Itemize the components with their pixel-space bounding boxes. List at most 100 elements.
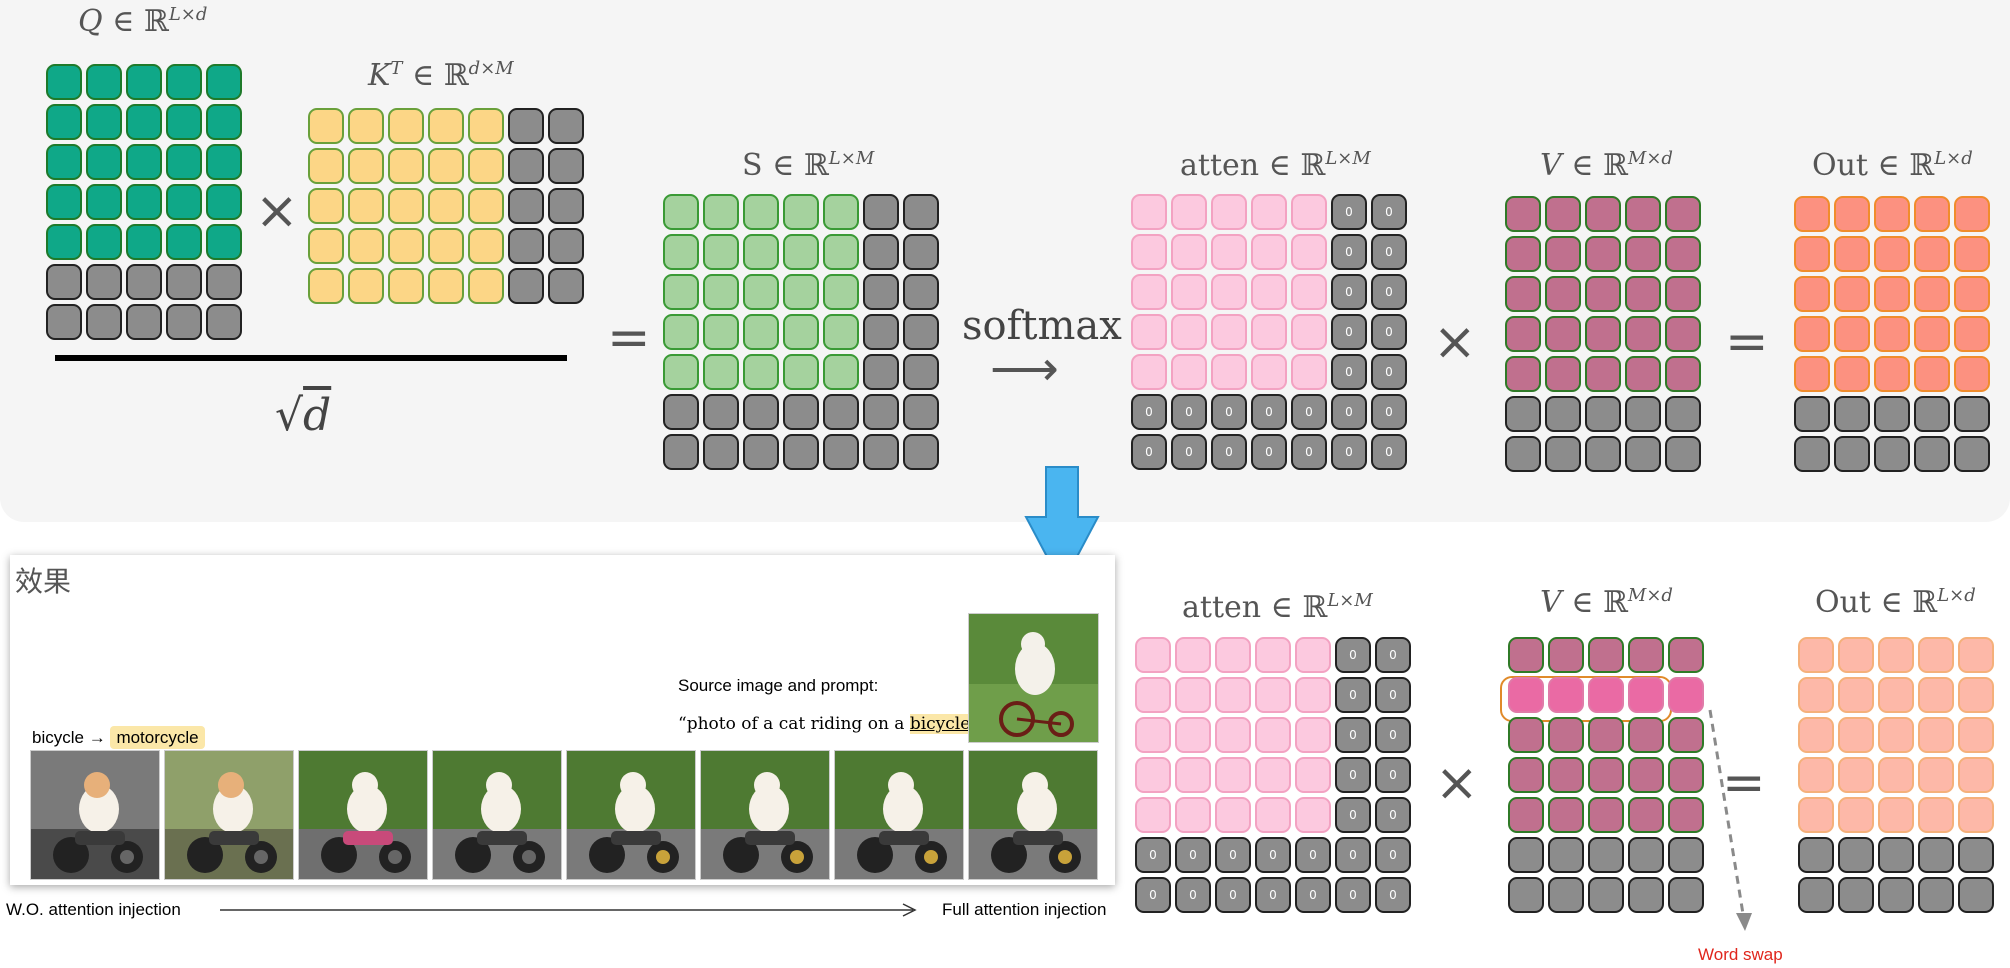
s-matrix-cell (783, 434, 819, 470)
bottom-atten-matrix-cell: 0 (1335, 757, 1371, 793)
bottom-v-matrix-cell (1668, 717, 1704, 753)
v-matrix-cell (1665, 396, 1701, 432)
bottom-v-matrix-cell (1588, 757, 1624, 793)
bottom-atten-matrix-cell: 0 (1375, 677, 1411, 713)
q-matrix-cell (206, 104, 242, 140)
kt-matrix-cell (508, 188, 544, 224)
bottom-v-matrix-cell (1588, 717, 1624, 753)
bottom-out-matrix-cell (1798, 837, 1834, 873)
bottom-v-matrix-cell (1588, 837, 1624, 873)
out-matrix-cell (1834, 236, 1870, 272)
v-matrix-cell (1665, 436, 1701, 472)
out-matrix-cell (1834, 396, 1870, 432)
s-matrix-cell (863, 234, 899, 270)
kt-matrix-cell (508, 108, 544, 144)
bottom-out-matrix-cell (1958, 717, 1994, 753)
bottom-v-label: V ∈ ℝM×d (1540, 585, 1673, 620)
q-matrix-cell (126, 144, 162, 180)
v-matrix-cell (1625, 196, 1661, 232)
s-matrix-cell (903, 434, 939, 470)
s-matrix-cell (743, 314, 779, 350)
q-matrix-cell (126, 184, 162, 220)
atten-matrix-cell: 0 (1131, 394, 1167, 430)
bottom-atten-matrix-cell: 0 (1375, 717, 1411, 753)
result-thumbnail (700, 750, 830, 880)
bottom-atten-matrix-cell (1135, 677, 1171, 713)
atten-matrix-cell (1171, 194, 1207, 230)
effect-title: 效果 (15, 565, 72, 598)
kt-matrix-cell (308, 228, 344, 264)
kt-matrix-cell (388, 188, 424, 224)
bottom-atten-matrix-cell (1135, 797, 1171, 833)
out-matrix-cell (1954, 276, 1990, 312)
q-matrix-cell (86, 264, 122, 300)
bottom-v-matrix-cell (1668, 877, 1704, 913)
s-matrix-cell (663, 394, 699, 430)
kt-matrix-cell (428, 268, 464, 304)
s-matrix-cell (743, 274, 779, 310)
bottom-out-matrix-cell (1838, 877, 1874, 913)
bottom-v-matrix-cell (1548, 677, 1584, 713)
q-matrix-cell (166, 264, 202, 300)
bottom-v-matrix-cell (1508, 877, 1544, 913)
q-matrix-cell (46, 64, 82, 100)
v-matrix-cell (1545, 236, 1581, 272)
atten-matrix-cell: 0 (1291, 434, 1327, 470)
q-matrix-cell (46, 224, 82, 260)
q-matrix-cell (126, 264, 162, 300)
bottom-v-matrix-cell (1628, 717, 1664, 753)
out-matrix-cell (1794, 436, 1830, 472)
s-matrix-cell (823, 434, 859, 470)
atten-matrix-cell: 0 (1371, 314, 1407, 350)
out-matrix-cell (1834, 436, 1870, 472)
v-matrix-cell (1505, 356, 1541, 392)
bottom-out-matrix-cell (1798, 877, 1834, 913)
bottom-atten-matrix-cell (1175, 757, 1211, 793)
v-matrix-cell (1665, 236, 1701, 272)
q-matrix-cell (206, 224, 242, 260)
s-matrix-cell (663, 194, 699, 230)
kt-matrix-cell (348, 188, 384, 224)
kt-matrix-cell (308, 188, 344, 224)
bottom-atten-matrix-cell (1175, 717, 1211, 753)
s-matrix-cell (743, 394, 779, 430)
atten-matrix-cell: 0 (1211, 434, 1247, 470)
bottom-atten-matrix-cell: 0 (1175, 877, 1211, 913)
atten-matrix-cell (1131, 234, 1167, 270)
softmax-arrow: ⟶ (990, 341, 1059, 397)
atten-matrix-cell (1211, 194, 1247, 230)
atten-matrix-cell: 0 (1171, 434, 1207, 470)
bottom-atten-matrix-cell: 0 (1295, 837, 1331, 873)
bottom-atten-matrix-cell: 0 (1335, 637, 1371, 673)
bottom-out-matrix-cell (1918, 837, 1954, 873)
bottom-out-matrix-cell (1798, 677, 1834, 713)
atten-matrix-cell: 0 (1331, 354, 1367, 390)
bottom-atten-matrix-cell (1295, 797, 1331, 833)
s-matrix-cell (903, 234, 939, 270)
bottom-v-matrix-cell (1508, 837, 1544, 873)
fraction-bar (55, 355, 567, 361)
kt-matrix-cell (548, 268, 584, 304)
q-matrix-cell (46, 104, 82, 140)
out-matrix-cell (1794, 196, 1830, 232)
out-matrix-cell (1794, 236, 1830, 272)
out-matrix-cell (1794, 356, 1830, 392)
s-matrix-cell (823, 194, 859, 230)
bottom-atten-matrix-cell (1255, 677, 1291, 713)
atten-matrix-cell (1291, 194, 1327, 230)
atten-matrix-cell: 0 (1371, 394, 1407, 430)
bottom-out-matrix-cell (1878, 677, 1914, 713)
injection-arrow (220, 903, 917, 917)
q-matrix-cell (206, 64, 242, 100)
v-matrix-cell (1585, 236, 1621, 272)
bottom-atten-matrix-cell (1295, 717, 1331, 753)
s-matrix-cell (743, 194, 779, 230)
atten-matrix-cell (1131, 274, 1167, 310)
out-matrix-cell (1914, 236, 1950, 272)
source-caption: Source image and prompt: (678, 676, 879, 695)
s-matrix-cell (783, 194, 819, 230)
bottom-equals-sign: = (1722, 753, 1766, 813)
bottom-atten-matrix-cell: 0 (1375, 837, 1411, 873)
bottom-v-matrix-cell (1588, 877, 1624, 913)
multiply-sign: × (255, 181, 299, 241)
